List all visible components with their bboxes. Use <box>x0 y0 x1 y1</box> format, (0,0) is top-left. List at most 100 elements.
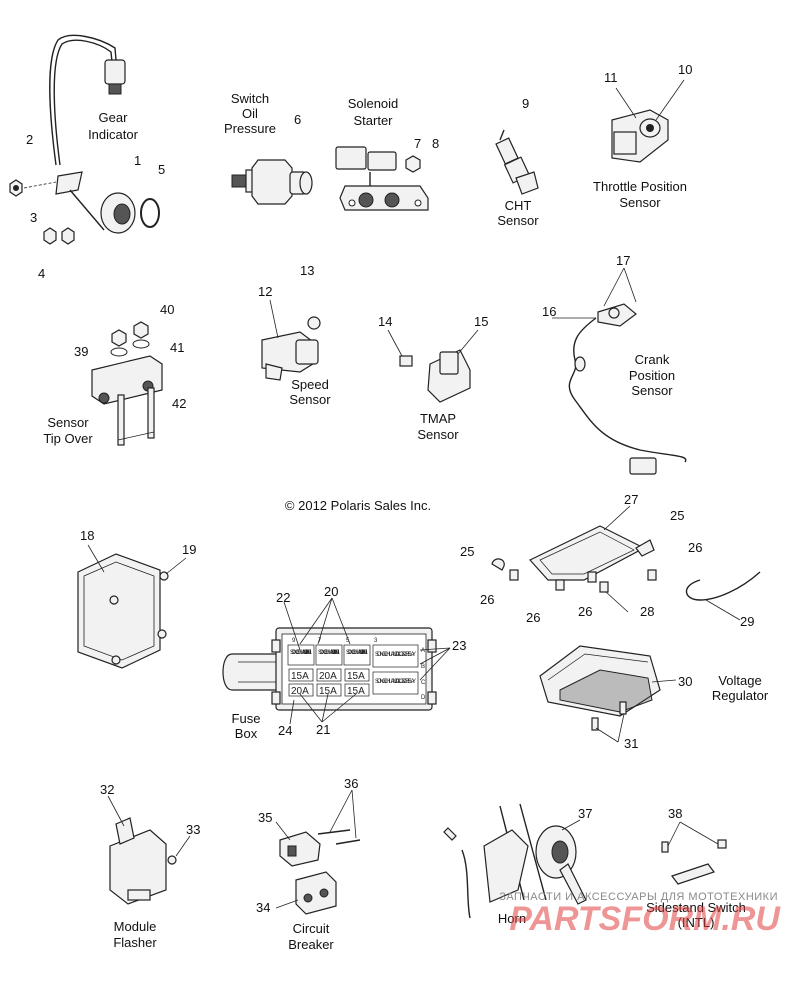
svg-text:Flasher: Flasher <box>113 935 157 950</box>
callout-2: 2 <box>26 132 33 147</box>
svg-text:Switch: Switch <box>231 91 269 106</box>
ecu-module <box>77 544 187 669</box>
fuse-box-label: Fuse Box <box>232 711 261 741</box>
tmap-sensor-label: TMAP Sensor <box>417 411 459 442</box>
svg-text:Sensor: Sensor <box>417 427 459 442</box>
callout-7: 7 <box>414 136 421 151</box>
callout-29: 29 <box>740 614 754 629</box>
callout-13: 13 <box>300 263 314 278</box>
fuse-box <box>222 627 437 711</box>
callout-12: 12 <box>258 284 272 299</box>
svg-text:Breaker: Breaker <box>288 937 334 952</box>
throttle-position-sensor <box>611 79 685 163</box>
callout-4: 4 <box>38 266 45 281</box>
module-flasher-label: Module Flasher <box>113 919 157 950</box>
svg-text:20A: 20A <box>319 671 337 682</box>
callout-26b: 26 <box>526 610 540 625</box>
callout-9: 9 <box>522 96 529 111</box>
callout-17: 17 <box>616 253 630 268</box>
svg-text:CHT: CHT <box>505 198 532 213</box>
svg-text:7: 7 <box>318 638 322 644</box>
callout-22: 22 <box>276 590 290 605</box>
svg-text:Sensor: Sensor <box>619 195 661 210</box>
callout-38: 38 <box>668 806 682 821</box>
svg-text:TMAP: TMAP <box>420 411 456 426</box>
callout-26c: 26 <box>688 540 702 555</box>
svg-text:SONG CHUAN 301-1C-S-01 RELAY: SONG CHUAN 301-1C-S-01 RELAY <box>375 679 416 685</box>
svg-text:Sensor: Sensor <box>631 383 673 398</box>
svg-text:B: B <box>421 664 425 670</box>
svg-text:Fuse: Fuse <box>232 711 261 726</box>
svg-text:A: A <box>421 648 425 654</box>
svg-text:Speed: Speed <box>291 377 329 392</box>
callout-41: 41 <box>170 340 184 355</box>
callout-16: 16 <box>542 304 556 319</box>
callout-36: 36 <box>344 776 358 791</box>
tmap-sensor <box>387 329 479 403</box>
solenoid-starter-label: Solenoid Starter <box>348 96 399 128</box>
svg-text:Circuit: Circuit <box>293 921 330 936</box>
oil-pressure-switch-label: Switch Oil Pressure <box>224 91 276 136</box>
cht-sensor-label: CHT Sensor <box>497 198 539 228</box>
svg-text:3: 3 <box>374 638 378 644</box>
oil-pressure-switch <box>231 159 313 205</box>
svg-text:SONG CHUAN 303-1AH -S-01: SONG CHUAN 303-1AH -S-01 <box>290 650 313 656</box>
callout-32: 32 <box>100 782 114 797</box>
svg-text:D: D <box>421 695 426 701</box>
callout-21: 21 <box>316 722 330 737</box>
tip-over-sensor-label: Sensor Tip Over <box>43 415 93 446</box>
svg-text:Indicator: Indicator <box>88 127 139 142</box>
svg-text:Starter: Starter <box>353 113 393 128</box>
svg-text:5: 5 <box>346 638 350 644</box>
callout-11: 11 <box>604 70 618 85</box>
crank-position-sensor <box>552 267 687 475</box>
horn <box>443 803 587 919</box>
cable-tie <box>685 571 761 621</box>
svg-text:Voltage: Voltage <box>718 673 761 688</box>
svg-text:(INTL): (INTL) <box>678 915 715 930</box>
callout-26d: 26 <box>578 604 592 619</box>
callout-40: 40 <box>160 302 174 317</box>
svg-text:Gear: Gear <box>99 110 129 125</box>
svg-text:20A: 20A <box>291 686 309 697</box>
callout-33: 33 <box>186 822 200 837</box>
svg-text:SONG CHUAN 303-1AH -S-01: SONG CHUAN 303-1AH -S-01 <box>318 650 341 656</box>
horn-label: Horn <box>498 911 526 926</box>
svg-text:Crank: Crank <box>635 352 670 367</box>
svg-text:Pressure: Pressure <box>224 121 276 136</box>
cht-sensor <box>495 129 539 195</box>
callout-25b: 25 <box>670 508 684 523</box>
callout-6: 6 <box>294 112 301 127</box>
speed-sensor <box>261 299 321 381</box>
callout-26a: 26 <box>480 592 494 607</box>
svg-text:Module: Module <box>114 919 157 934</box>
callout-3: 3 <box>30 210 37 225</box>
circuit-breaker <box>275 789 361 915</box>
callout-31: 31 <box>624 736 638 751</box>
callout-5: 5 <box>158 162 165 177</box>
module-flasher <box>107 795 191 905</box>
callout-24: 24 <box>278 723 292 738</box>
regulator-bracket <box>491 505 657 613</box>
watermark-tagline: ЗАПЧАСТИ И АКСЕССУАРЫ ДЛЯ МОТОТЕХНИКИ <box>499 891 778 903</box>
crank-position-sensor-label: Crank Position Sensor <box>629 352 675 398</box>
svg-text:Sidestand Switch: Sidestand Switch <box>646 900 746 915</box>
svg-text:Regulator: Regulator <box>712 688 769 703</box>
callout-37: 37 <box>578 806 592 821</box>
callout-10: 10 <box>678 62 692 77</box>
callout-28: 28 <box>640 604 654 619</box>
callout-23: 23 <box>452 638 466 653</box>
callout-35: 35 <box>258 810 272 825</box>
sidestand-switch <box>661 821 727 885</box>
fuse-box-leaders <box>283 597 451 725</box>
svg-text:C: C <box>421 680 426 686</box>
callout-18: 18 <box>80 528 94 543</box>
svg-text:15A: 15A <box>347 671 365 682</box>
callout-1: 1 <box>134 153 141 168</box>
callout-27: 27 <box>624 492 638 507</box>
callout-15: 15 <box>474 314 488 329</box>
fuse-box-text: 9 7 5 3 A B C D SONG CHUAN 303-1AH -S-01… <box>290 638 426 701</box>
watermark: ЗАПЧАСТИ И АКСЕССУАРЫ ДЛЯ МОТОТЕХНИКИ PA… <box>499 891 781 938</box>
svg-text:9: 9 <box>292 638 296 644</box>
